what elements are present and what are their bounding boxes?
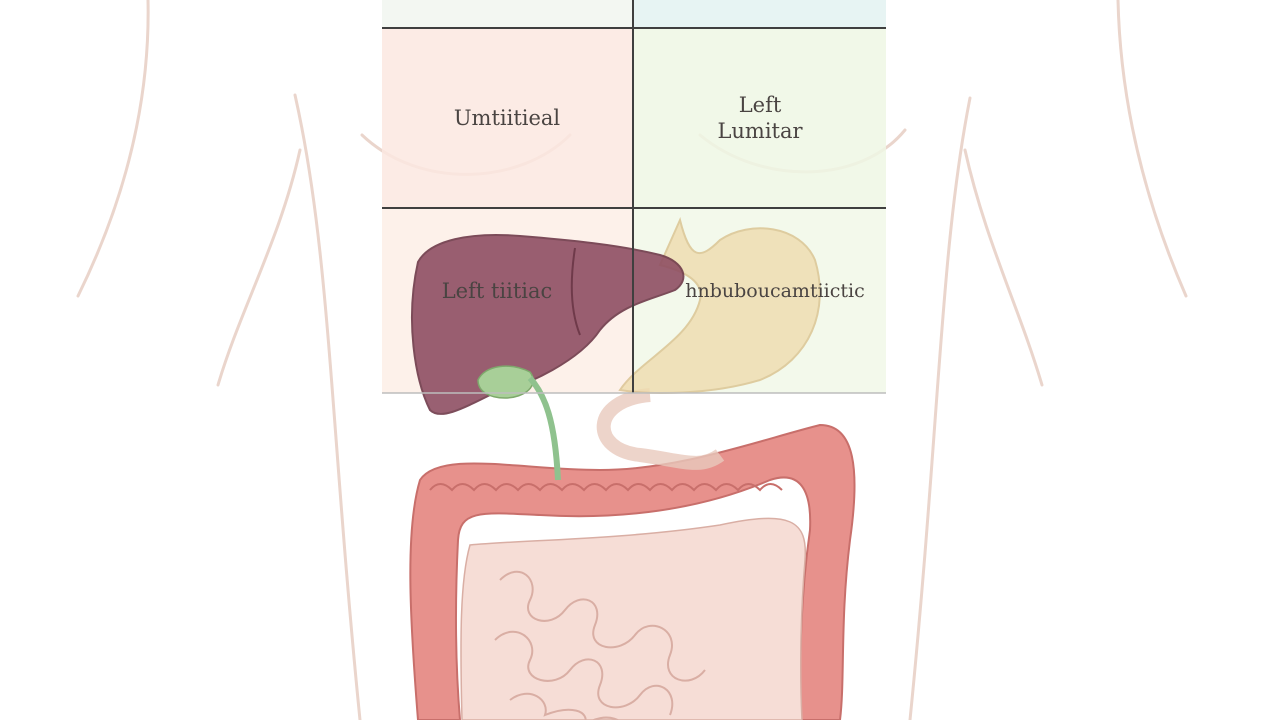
region-strip-left — [382, 0, 632, 28]
region-grid — [382, 0, 886, 394]
region-top-left — [382, 28, 632, 208]
organs — [409, 216, 856, 720]
bile-duct — [527, 376, 561, 481]
large-intestine-haustra — [429, 483, 783, 492]
region-top-right — [634, 28, 886, 208]
region-label-middle-left: Left tiitiac — [441, 279, 553, 303]
small-intestine — [460, 517, 807, 720]
duodenum — [596, 388, 725, 470]
liver — [411, 234, 685, 415]
large-intestine — [409, 423, 856, 720]
small-intestine-loops — [494, 570, 706, 720]
region-label-top-right: Left Lumitar — [717, 93, 803, 143]
region-strip-right — [634, 0, 886, 28]
gallbladder — [477, 365, 534, 399]
region-label-top-left: Umtiitieal — [453, 106, 561, 130]
liver-lobe-line — [570, 247, 581, 336]
region-label-middle-right: hnbuboucamtiictic — [685, 280, 865, 302]
